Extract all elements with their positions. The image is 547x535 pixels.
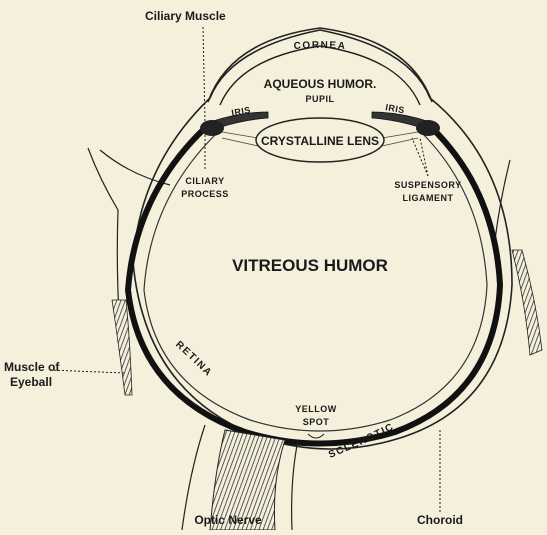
optic-nerve-sheath-right [292,440,298,530]
label-suspensory-ligament-2: LIGAMENT [403,193,454,203]
label-pupil: PUPIL [305,94,334,104]
yellow-spot-mark [308,434,324,438]
label-muscle-of-eyeball-1: Muscle of [4,360,60,374]
ciliary-body-left [200,120,224,136]
label-cornea: CORNEA [293,40,347,52]
suspensory-ligament-left [222,132,258,146]
right-orbit-line [495,160,510,240]
leader-suspensory-ligament [412,138,428,176]
label-suspensory-ligament-1: SUSPENSORY [394,180,461,190]
label-ciliary-process-1: CILIARY [185,176,224,186]
choroid-coat [128,128,500,444]
sclerotic-coat [133,30,512,449]
label-ciliary-process-2: PROCESS [181,189,229,199]
label-yellow-spot-2: SPOT [303,417,330,427]
label-choroid: Choroid [417,513,463,527]
label-crystalline-lens: CRYSTALLINE LENS [261,134,379,148]
label-optic-nerve: Optic Nerve [194,513,262,527]
leader-muscle-of-eyeball [50,370,125,373]
label-yellow-spot-1: YELLOW [295,404,337,414]
label-muscle-of-eyeball-2: Eyeball [10,375,52,389]
leader-ciliary-muscle [203,27,205,122]
label-aqueous-humor: AQUEOUS HUMOR. [264,77,377,91]
label-ciliary-muscle: Ciliary Muscle [145,9,226,23]
ciliary-body-right [416,120,440,136]
label-vitreous-humor: VITREOUS HUMOR [232,256,388,275]
right-eye-muscle [512,250,542,355]
left-eye-muscle [112,300,132,395]
